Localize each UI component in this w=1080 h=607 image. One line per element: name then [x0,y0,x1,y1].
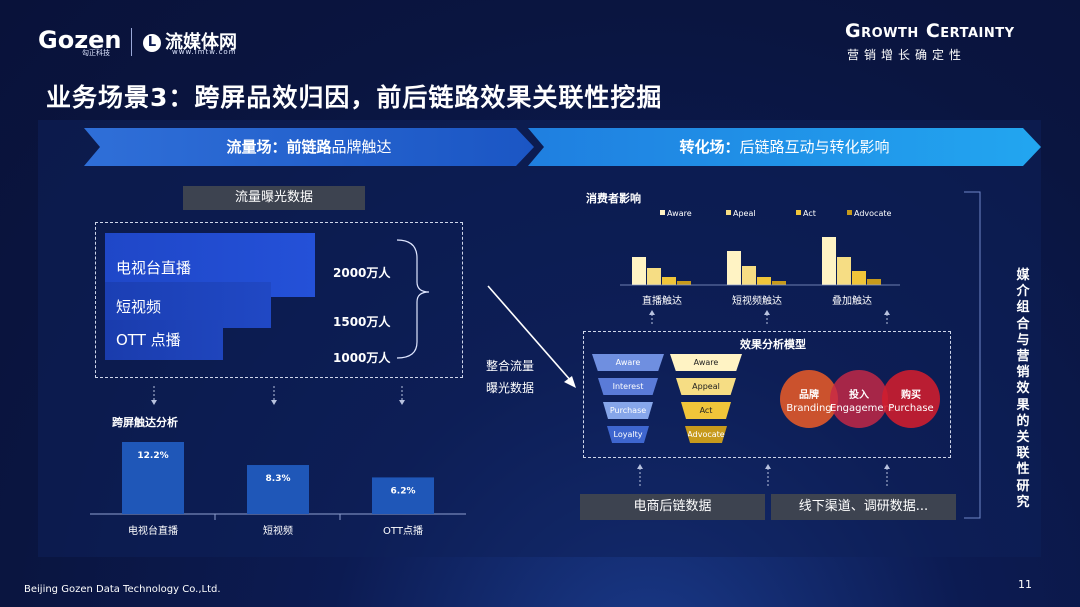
model-dashed-frame [583,331,951,458]
legend-swatch [660,210,665,215]
bar [867,279,881,285]
funnel-right-item: Appeal [676,378,736,395]
traffic-banner-bold: 前链路 [286,138,332,156]
consumer-chart: Aware Apeal Act Advocate 直播触达 短视频触达 叠加触达 [620,209,900,307]
model-title: 效果分析模型 [740,338,806,351]
brand-subtitle: 营销增长确定性 [847,48,967,62]
traffic-banner: 流量场：前链路品牌触达 [84,128,534,166]
bar [662,277,676,285]
traffic-banner-shape [84,128,534,166]
consumer-title: 消费者影响 [586,192,641,205]
bar [372,477,434,514]
legend-label: Advocate [854,209,891,218]
lmtw-logo-sub: www.lmtw.com [172,48,237,56]
funnel-right-item: Act [681,402,731,419]
legend-swatch [726,210,731,215]
channel-bar-ott [105,320,223,360]
legend-label: Act [803,209,816,218]
funnel-left-item: Purchase [603,402,653,419]
bar [742,266,756,285]
cross-screen-chart: 12.2% 电视台直播 8.3% 短视频 6.2% OTT点播 [90,442,466,537]
model-circle-engagement: 投入 Engagement [830,370,894,428]
bar [122,442,184,514]
footer-company: Beijing Gozen Data Technology Co.,Ltd. [24,584,221,595]
traffic-banner-text: 流量场：前链路品牌触达 [84,128,534,166]
right-bracket [964,191,981,519]
tick-label: 短视频触达 [732,294,782,307]
bar [772,281,786,285]
bar [837,257,851,285]
down-arrows-left [151,386,405,405]
tick-label: OTT点播 [383,524,423,537]
bar [852,271,866,285]
page-title: 业务场景3：跨屏品效归因，前后链路效果关联性挖掘 [46,83,663,112]
channel-value: 1500万人 [333,315,391,329]
bar [757,277,771,285]
exposure-data-box: 流量曝光数据 [183,186,365,210]
funnel-left-item: Loyalty [607,426,649,443]
tick-label: 短视频 [263,524,293,537]
up-arrows-consumer [649,310,890,326]
channel-name: 短视频 [116,298,162,316]
channel-value: 2000万人 [333,266,391,280]
traffic-banner-rest: 品牌触达 [331,138,392,156]
circle-top: 品牌 [799,390,819,401]
conversion-banner-shape [528,128,1041,166]
conversion-banner-rest: 后链路互动与转化影响 [739,138,890,156]
data-label: 8.3% [266,474,291,484]
bar [647,268,661,285]
funnel-left-item: Interest [598,378,658,395]
lmtw-logo-text: 流媒体网 [165,32,237,53]
integrate-label: 曝光数据 [486,381,535,395]
model-circle-purchase: 购买 Purchase [882,370,940,428]
funnel-left-item: Aware [592,354,664,371]
page-number: 11 [1018,578,1032,591]
exposure-dashed-frame [95,222,463,378]
bar [247,465,309,514]
gozen-logo-sub: 勾正科技 [82,49,110,57]
integrate-label: 整合流量 [486,359,535,373]
logo-divider [131,28,132,56]
funnel-right-item: Aware [670,354,742,371]
legend-swatch [847,210,852,215]
offline-data-box: 线下渠道、调研数据... [771,494,956,520]
circle-top: 购买 [901,390,921,401]
cross-screen-title: 跨屏触达分析 [112,416,178,429]
conversion-banner-text: 转化场：后链路互动与转化影响 [528,128,1041,166]
funnel-right-item: Advocate [685,426,727,443]
circle-bottom: Branding [786,403,832,414]
conversion-banner-label: 转化场： [679,138,740,156]
gozen-logo: Gozen [38,26,122,54]
bar [677,281,691,285]
bar [727,251,741,285]
circle-bottom: Purchase [888,403,934,414]
tick-label: 直播触达 [642,294,682,307]
data-label: 12.2% [137,451,168,461]
tick-label: 电视台直播 [128,524,178,537]
channel-name: OTT 点播 [116,331,181,349]
channel-bracket [396,239,430,359]
circle-bottom: Engagement [830,403,894,414]
up-arrows-model [637,464,890,486]
bar [822,237,836,285]
vertical-caption: 媒介组合与营销效果的关联性研究 [1016,268,1030,510]
model-circle-branding: 品牌 Branding [780,370,838,428]
circle-top: 投入 [849,390,869,401]
integrate-arrow [487,285,576,388]
channel-value: 1000万人 [333,351,391,365]
data-label: 6.2% [391,486,416,496]
legend-label: Apeal [733,209,756,218]
ecommerce-data-box: 电商后链数据 [580,494,765,520]
conversion-banner: 转化场：后链路互动与转化影响 [528,128,1041,166]
traffic-banner-label: 流量场： [226,138,287,156]
brand-title: Growth Certainty [845,20,1015,42]
tick-label: 叠加触达 [832,294,872,307]
lmtw-logo-icon: L [143,34,161,52]
legend-label: Aware [667,209,692,218]
bar [632,257,646,285]
channel-name: 电视台直播 [116,259,192,277]
legend-swatch [796,210,801,215]
